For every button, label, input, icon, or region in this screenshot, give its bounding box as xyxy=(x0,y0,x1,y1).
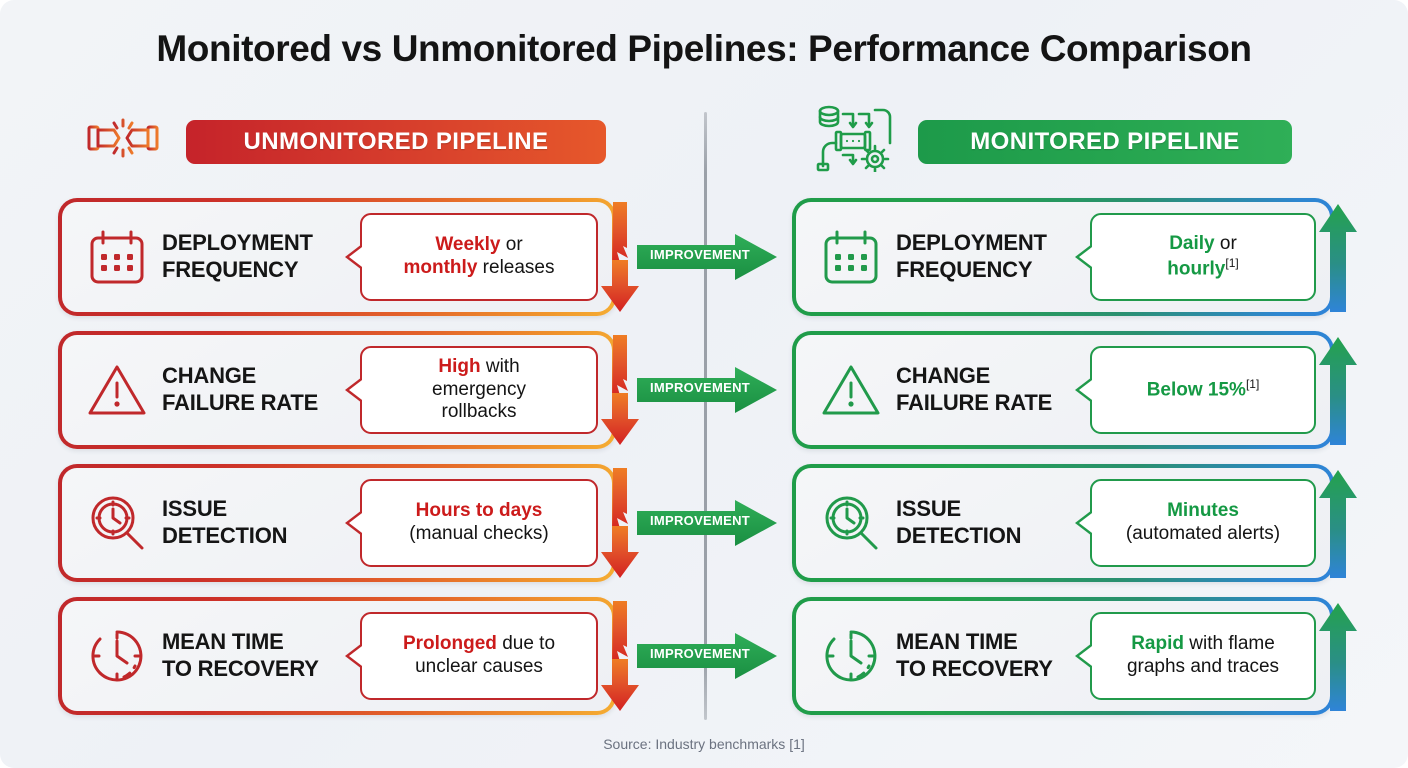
improvement-arrow-icon xyxy=(637,365,779,415)
bubble-emphasis: Minutes xyxy=(1167,500,1239,522)
unmonitored-value-bubble: Weekly or monthly releases xyxy=(345,213,598,301)
unmonitored-pipeline-badge: UNMONITORED PIPELINE xyxy=(186,120,606,164)
warning-triangle-icon xyxy=(820,359,882,421)
improvement-up-arrow-icon xyxy=(1316,468,1360,580)
monitored-value-bubble: Minutes(automated alerts) xyxy=(1075,479,1316,567)
decline-arrow-icon xyxy=(598,202,642,314)
metric-label-line: DEPLOYMENT xyxy=(162,230,313,256)
improvement-up-arrow-icon xyxy=(1316,202,1360,314)
improvement-arrow-icon xyxy=(637,631,779,681)
bubble-emphasis: Rapid xyxy=(1131,633,1184,655)
bubble-reference: [1] xyxy=(1245,377,1260,392)
monitored-value-bubble: Daily or hourly[1] xyxy=(1075,213,1316,301)
footer-source: Source: Industry benchmarks [1] xyxy=(603,736,805,752)
bubble-rest-2: unclear causes xyxy=(415,656,543,677)
bubble-rest-2: graphs and traces xyxy=(1126,656,1280,677)
center-divider xyxy=(704,112,707,720)
bubble-rest: or xyxy=(1214,233,1237,255)
metric-label-line: TO RECOVERY xyxy=(162,656,319,681)
monitored-value-bubble: Below 15%[1] xyxy=(1075,346,1316,434)
metric-label-line: DEPLOYMENT xyxy=(896,230,1047,256)
metric-label-line: DETECTION xyxy=(896,523,1022,548)
metric-label-line: MEAN TIME xyxy=(162,629,284,655)
bubble-emphasis-2: monthly xyxy=(403,257,478,278)
magnifier-clock-icon xyxy=(86,492,148,554)
bubble-rest: or xyxy=(500,234,523,256)
bubble-emphasis: Daily xyxy=(1169,233,1215,255)
unmonitored-value-bubble: Hours to days(manual checks) xyxy=(345,479,598,567)
improvement-up-arrow-icon xyxy=(1316,601,1360,713)
metric-label-line: TO RECOVERY xyxy=(896,656,1053,681)
bubble-reference: [1] xyxy=(1225,255,1239,270)
bubble-rest-2: (automated alerts) xyxy=(1125,523,1281,544)
calendar-icon xyxy=(820,226,882,288)
metric-label-line: DETECTION xyxy=(162,523,288,548)
bubble-rest: with flame xyxy=(1183,633,1275,655)
broken-pipe-icon xyxy=(84,106,162,170)
decline-arrow-icon xyxy=(598,601,642,713)
metric-label-line: FAILURE RATE xyxy=(896,390,1053,415)
bubble-emphasis-2: hourly xyxy=(1167,258,1226,280)
metric-label-line: ISSUE xyxy=(162,496,228,522)
bubble-emphasis: High xyxy=(438,355,481,377)
magnifier-clock-icon xyxy=(820,492,882,554)
metric-label-line: CHANGE xyxy=(162,363,257,389)
metric-label-line: MEAN TIME xyxy=(896,629,1018,655)
clock-icon xyxy=(86,625,148,687)
bubble-emphasis: Below 15% xyxy=(1146,379,1246,401)
bubble-emphasis: Weekly xyxy=(435,234,501,256)
monitored-pipeline-icon xyxy=(815,102,893,174)
warning-triangle-icon xyxy=(86,359,148,421)
metric-label-line: FAILURE RATE xyxy=(162,390,319,415)
bubble-rest-3: rollbacks xyxy=(441,401,517,423)
monitored-pipeline-badge: MONITORED PIPELINE xyxy=(918,120,1292,164)
page-title: Monitored vs Unmonitored Pipelines: Perf… xyxy=(156,28,1252,69)
metric-label-line: FREQUENCY xyxy=(162,257,299,282)
decline-arrow-icon xyxy=(598,335,642,447)
metric-label-line: CHANGE xyxy=(896,363,991,389)
bubble-rest: with xyxy=(480,355,520,377)
calendar-icon xyxy=(86,226,148,288)
metric-label-line: ISSUE xyxy=(896,496,962,522)
bubble-emphasis: Hours to days xyxy=(415,500,543,522)
bubble-rest-2: releases xyxy=(477,257,555,278)
bubble-rest-2: (manual checks) xyxy=(409,523,549,544)
metric-label-line: FREQUENCY xyxy=(896,257,1033,282)
bubble-rest-2: emergency xyxy=(432,378,526,400)
improvement-arrow-icon xyxy=(637,498,779,548)
bubble-emphasis: Prolonged xyxy=(402,633,497,655)
improvement-up-arrow-icon xyxy=(1316,335,1360,447)
bubble-rest: due to xyxy=(496,633,556,655)
decline-arrow-icon xyxy=(598,468,642,580)
clock-icon xyxy=(820,625,882,687)
improvement-arrow-icon xyxy=(637,232,779,282)
